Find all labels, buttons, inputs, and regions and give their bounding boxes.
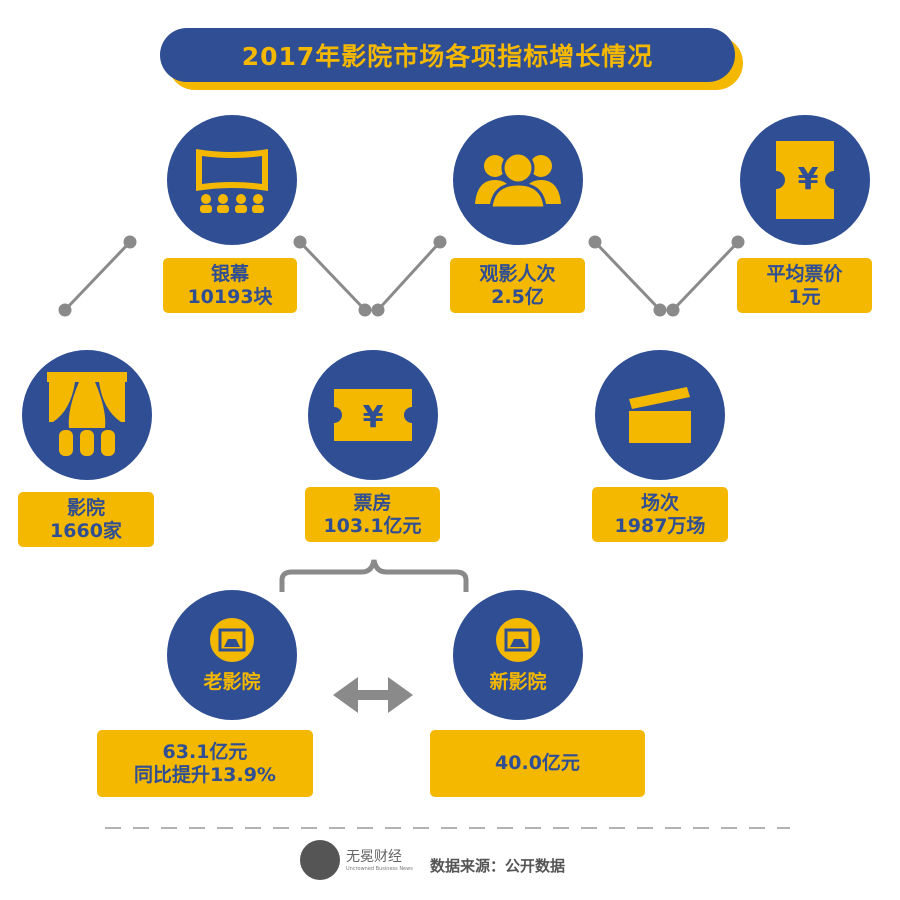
indicator-value: 2.5亿 — [491, 285, 544, 308]
cinema-screen-icon — [496, 617, 540, 662]
old-cinema-name: 老影院 — [203, 670, 261, 693]
screens-label: 银幕 10193块 — [163, 258, 297, 313]
box-office-label: 票房 103.1亿元 — [305, 487, 440, 542]
indicator-value: 10193块 — [187, 285, 273, 308]
showings-circle — [595, 350, 725, 480]
indicator-name: 影院 — [66, 496, 105, 519]
ticket-circle: ¥ — [740, 115, 870, 245]
old-cinema-label: 63.1亿元 同比提升13.9% — [97, 730, 313, 797]
indicator-value: 103.1亿元 — [323, 514, 422, 537]
new-cinema-label: 40.0亿元 — [430, 730, 645, 797]
box-office-circle: ¥ — [308, 350, 438, 480]
indicator-value: 1987万场 — [614, 514, 706, 537]
double-arrow-icon — [333, 677, 413, 713]
svg-text:¥: ¥ — [363, 400, 384, 435]
screen-circle — [167, 115, 297, 245]
ticket-icon: ¥ — [776, 141, 834, 219]
old-cinema-growth: 同比提升13.9% — [134, 763, 276, 786]
svg-text:¥: ¥ — [798, 162, 819, 197]
indicator-name: 场次 — [640, 491, 679, 514]
new-cinema-revenue: 40.0亿元 — [495, 752, 580, 774]
page-title: 2017年影院市场各项指标增长情况 — [160, 28, 735, 82]
theater-circle — [22, 350, 152, 480]
indicator-value: 1660家 — [50, 519, 122, 542]
brace — [279, 559, 469, 592]
theater-icon — [47, 372, 127, 456]
audience-circle — [453, 115, 583, 245]
audience-label: 观影人次 2.5亿 — [450, 258, 585, 313]
screen-icon — [196, 149, 268, 213]
indicator-name: 银幕 — [210, 262, 249, 285]
brand-logo — [300, 840, 340, 880]
brand-name: 无冕财经 — [346, 849, 402, 865]
indicator-name: 观影人次 — [479, 262, 556, 285]
indicator-name: 票房 — [353, 491, 392, 514]
theaters-label: 影院 1660家 — [18, 492, 154, 547]
new-cinema-name: 新影院 — [489, 670, 547, 693]
cinema-screen-icon — [210, 617, 254, 662]
data-source: 数据来源：公开数据 — [430, 857, 566, 875]
indicator-name: 平均票价 — [766, 262, 843, 285]
new-cinema-circle: 新影院 — [453, 590, 583, 720]
box-office-icon: ¥ — [334, 389, 412, 441]
showings-label: 场次 1987万场 — [592, 487, 728, 542]
audience-icon — [475, 151, 561, 210]
brand-name-en: Uncrowned Business News — [346, 866, 413, 872]
clapperboard-icon — [629, 387, 691, 443]
old-cinema-revenue: 63.1亿元 — [162, 740, 248, 763]
avg-price-label: 平均票价 1元 — [737, 258, 872, 313]
indicator-value: 1元 — [788, 285, 821, 308]
old-cinema-circle: 老影院 — [167, 590, 297, 720]
